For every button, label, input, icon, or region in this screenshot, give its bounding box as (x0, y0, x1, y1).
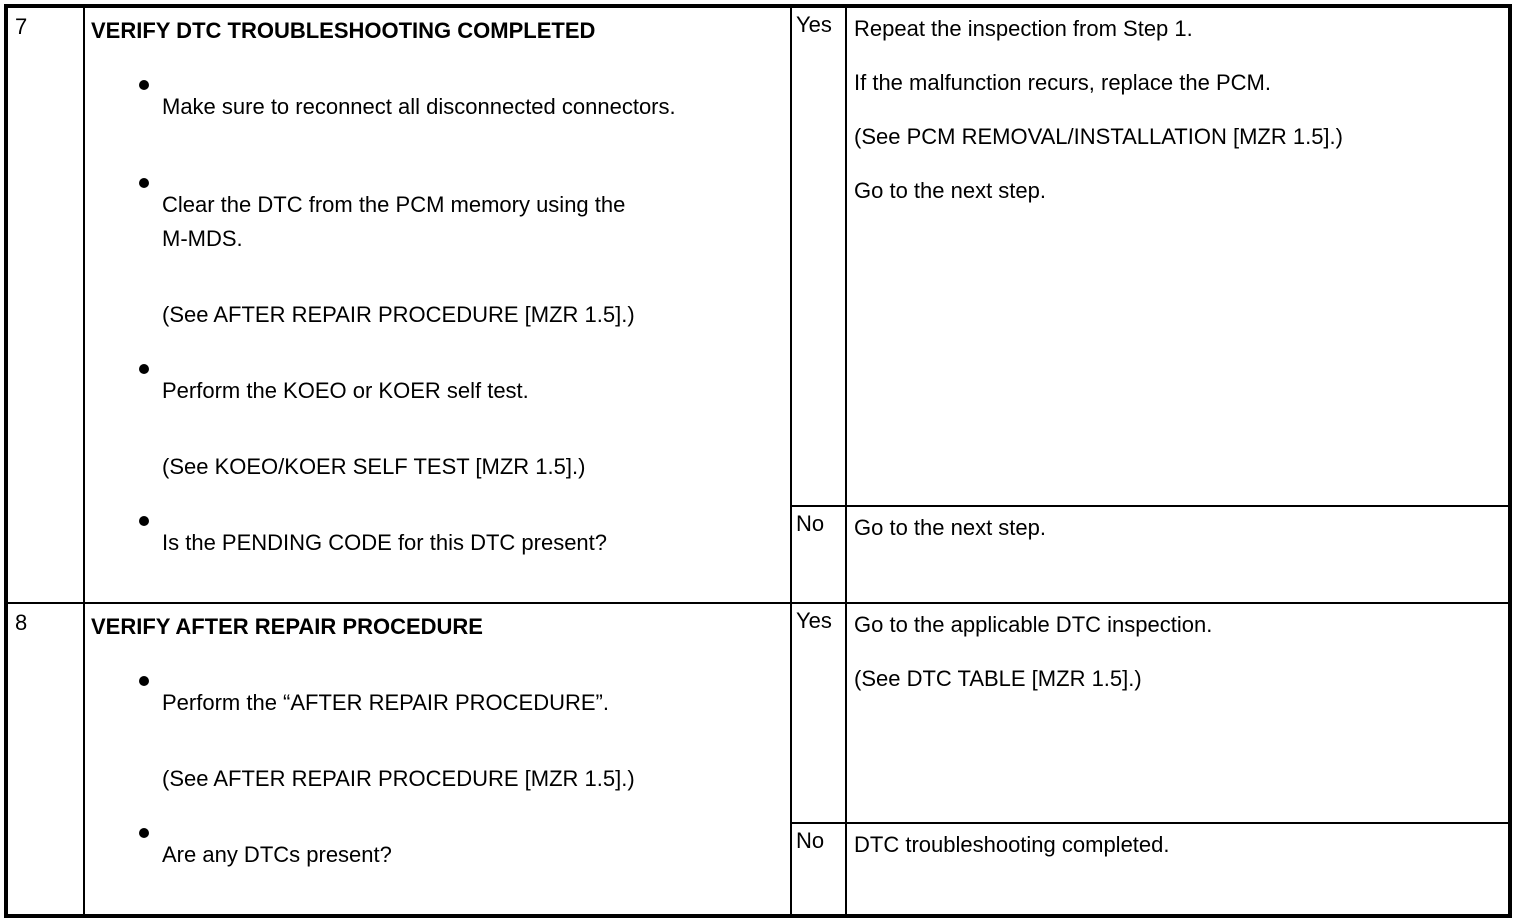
bullet-text: Is the PENDING CODE for this DTC present… (162, 530, 608, 555)
result-text: Go to the applicable DTC inspection. (854, 612, 1213, 637)
see-reference-note: (See PCM REMOVAL/INSTALLATION [MZR 1.5].… (854, 124, 1343, 149)
yes-label: Yes (796, 608, 832, 633)
bullet-icon (139, 516, 149, 526)
list-item: Perform the “AFTER REPAIR PROCEDURE”. (91, 664, 782, 742)
no-cell-step-7: No (790, 504, 847, 605)
result-text: DTC troubleshooting completed. (854, 831, 1170, 857)
result-text: If the malfunction recurs, replace the P… (854, 70, 1271, 95)
bullet-icon (139, 80, 149, 90)
action-title: VERIFY AFTER REPAIR PROCEDURE (91, 614, 483, 639)
list-item: Perform the KOEO or KOER self test. (91, 352, 782, 430)
yes-result-step-7: Repeat the inspection from Step 1. If th… (845, 5, 1511, 507)
bullet-text: Make sure to reconnect all disconnected … (162, 94, 676, 119)
list-item: Are any DTCs present? (91, 816, 782, 894)
table-row: 7 VERIFY DTC TROUBLESHOOTING COMPLETED M… (5, 5, 1511, 604)
action-cell-step-7: VERIFY DTC TROUBLESHOOTING COMPLETED Mak… (83, 5, 792, 604)
no-result-step-8: DTC troubleshooting completed. (845, 821, 1511, 918)
no-result-step-7: Go to the next step. (845, 504, 1511, 605)
bullet-icon (139, 364, 149, 374)
list-item: Clear the DTC from the PCM memory using … (91, 166, 782, 278)
result-text: Repeat the inspection from Step 1. (854, 16, 1193, 41)
document-page: 7 VERIFY DTC TROUBLESHOOTING COMPLETED M… (4, 4, 1512, 918)
step-number-label: 8 (15, 610, 28, 635)
table-row: 8 VERIFY AFTER REPAIR PROCEDURE Perform … (5, 602, 1511, 917)
action-title: VERIFY DTC TROUBLESHOOTING COMPLETED (91, 18, 596, 43)
bullet-icon (139, 676, 149, 686)
result-text: Go to the next step. (854, 514, 1047, 540)
see-reference-note: (See DTC TABLE [MZR 1.5].) (854, 666, 1142, 691)
action-cell-step-8: VERIFY AFTER REPAIR PROCEDURE Perform th… (83, 602, 792, 917)
bullet-text: Are any DTCs present? (162, 842, 392, 867)
yes-cell-step-8: Yes (790, 602, 847, 824)
bullet-text: Perform the “AFTER REPAIR PROCEDURE”. (162, 690, 609, 715)
yes-label: Yes (796, 12, 832, 37)
no-cell-step-8: No (790, 821, 847, 918)
bullet-icon (139, 828, 149, 838)
see-reference-note: (See KOEO/KOER SELF TEST [MZR 1.5].) (162, 454, 586, 479)
yes-result-step-8: Go to the applicable DTC inspection. (Se… (845, 602, 1511, 824)
bullet-text: Perform the KOEO or KOER self test. (162, 378, 529, 403)
no-label: No (796, 827, 825, 853)
table-row: No Go to the next step. (6, 504, 1511, 605)
step-number-label: 7 (15, 14, 28, 39)
see-reference-note: (See AFTER REPAIR PROCEDURE [MZR 1.5].) (162, 766, 635, 791)
bullet-icon (139, 178, 149, 188)
yes-cell-step-7: Yes (790, 5, 847, 507)
no-label: No (796, 510, 825, 536)
step-number-7: 7 (5, 5, 85, 604)
result-text: Go to the next step. (854, 178, 1047, 203)
troubleshooting-table: 7 VERIFY DTC TROUBLESHOOTING COMPLETED M… (4, 4, 1512, 918)
list-item: Make sure to reconnect all disconnected … (91, 68, 782, 146)
step-number-8: 8 (5, 602, 85, 917)
bullet-text: Clear the DTC from the PCM memory using … (162, 192, 626, 251)
list-item: Is the PENDING CODE for this DTC present… (91, 504, 782, 582)
see-reference-note: (See AFTER REPAIR PROCEDURE [MZR 1.5].) (162, 302, 635, 327)
